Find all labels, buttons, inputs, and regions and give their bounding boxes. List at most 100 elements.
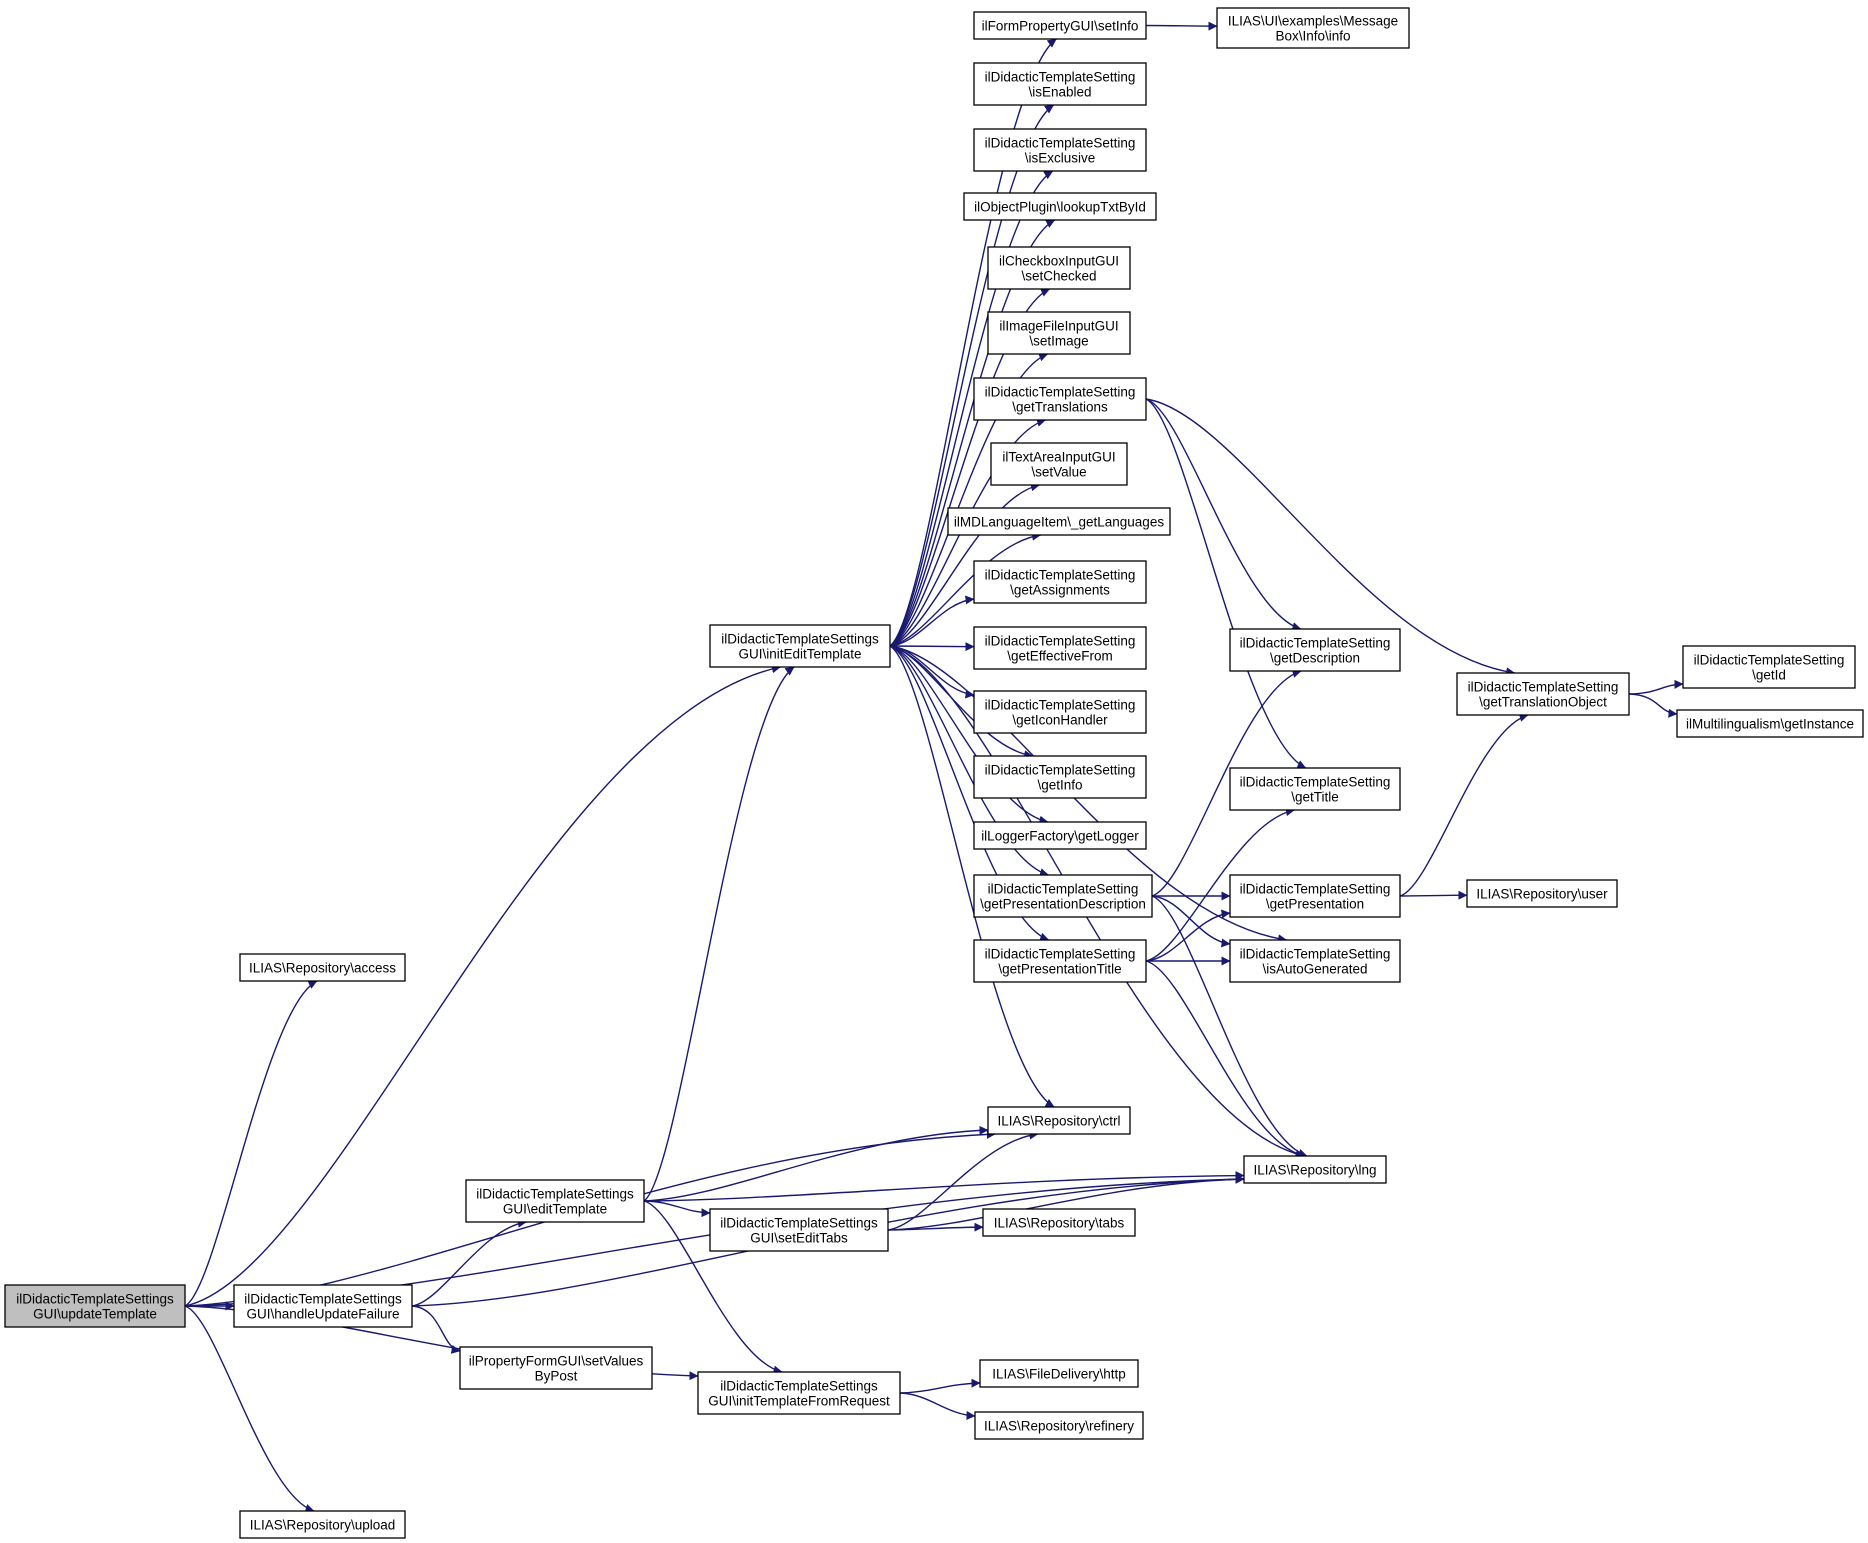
node-upload[interactable]: ILIAS\Repository\upload (239, 1510, 406, 1539)
node-get-languages[interactable]: ilMDLanguageItem\_getLanguages (947, 507, 1171, 536)
node-label-line: ilFormPropertyGUI\setInfo (982, 19, 1139, 34)
node-label-line: ilMDLanguageItem\_getLanguages (954, 515, 1164, 530)
edge-edit-template-to-lng (643, 1171, 1245, 1202)
node-get-info[interactable]: ilDidacticTemplateSetting\getInfo (973, 755, 1147, 799)
node-label-line: ilDidacticTemplateSettings (244, 1292, 402, 1307)
node-ctrl[interactable]: ILIAS\Repository\ctrl (987, 1106, 1131, 1135)
node-label-line: \isExclusive (1025, 151, 1096, 166)
node-set-value[interactable]: ilTextAreaInputGUI\setValue (990, 442, 1128, 486)
edge-init-edit-template-to-set-image (889, 352, 1049, 647)
node-get-translations[interactable]: ilDidacticTemplateSetting\getTranslation… (973, 377, 1147, 421)
node-label-line: GUI\handleUpdateFailure (246, 1307, 399, 1322)
node-user[interactable]: ILIAS\Repository\user (1466, 879, 1618, 908)
node-box (973, 939, 1147, 983)
node-set-info[interactable]: ilFormPropertyGUI\setInfo (973, 11, 1147, 40)
node-box (963, 192, 1157, 221)
node-get-translation-object[interactable]: ilDidacticTemplateSetting\getTranslation… (1456, 672, 1630, 716)
node-box (987, 246, 1131, 290)
node-box (1682, 645, 1856, 689)
node-label-line: ilDidacticTemplateSettings (16, 1292, 174, 1307)
edge-get-presentation-to-get-translation-object (1399, 713, 1529, 897)
edge-init-edit-template-to-set-value (889, 482, 1040, 647)
edge-edit-template-to-ctrl (643, 1125, 989, 1202)
node-label-line: \isAutoGenerated (1262, 962, 1367, 977)
node-lookup-txt-by-id[interactable]: ilObjectPlugin\lookupTxtById (963, 192, 1157, 221)
node-box (987, 1106, 1131, 1135)
node-label-line: \getPresentation (1266, 897, 1364, 912)
node-box (973, 690, 1147, 734)
node-get-presentation[interactable]: ilDidacticTemplateSetting\getPresentatio… (1229, 874, 1401, 918)
node-get-presentation-title[interactable]: ilDidacticTemplateSetting\getPresentatio… (973, 939, 1147, 983)
node-get-id[interactable]: ilDidacticTemplateSetting\getId (1682, 645, 1856, 689)
node-set-edit-tabs[interactable]: ilDidacticTemplateSettingsGUI\setEditTab… (709, 1208, 889, 1252)
edge-root-to-upload (184, 1305, 315, 1513)
node-box (987, 311, 1131, 355)
edge-get-presentation-title-to-lng (1145, 960, 1305, 1159)
edge-set-info-to-message-box-info (1145, 21, 1218, 31)
node-edit-template[interactable]: ilDidacticTemplateSettingsGUI\editTempla… (465, 1179, 645, 1223)
node-label-line: \getPresentationTitle (998, 962, 1121, 977)
node-label-line: ilDidacticTemplateSettings (476, 1187, 634, 1202)
node-label-line: Box\Info\info (1275, 29, 1350, 44)
node-box (947, 507, 1171, 536)
node-is-auto-generated[interactable]: ilDidacticTemplateSetting\isAutoGenerate… (1229, 939, 1401, 983)
node-get-assignments[interactable]: ilDidacticTemplateSetting\getAssignments (973, 560, 1147, 604)
node-label-line: \getEffectiveFrom (1007, 649, 1113, 664)
node-label-line: ilDidacticTemplateSettings (720, 1216, 878, 1231)
node-init-edit-template[interactable]: ilDidacticTemplateSettingsGUI\initEditTe… (709, 624, 891, 668)
node-tabs[interactable]: ILIAS\Repository\tabs (982, 1208, 1136, 1237)
node-handle-update-failure[interactable]: ilDidacticTemplateSettingsGUI\handleUpda… (233, 1284, 413, 1328)
edge-handle-update-failure-to-set-values-by-post (411, 1305, 461, 1354)
node-label-line: ILIAS\UI\examples\Message (1228, 14, 1398, 29)
node-get-description[interactable]: ilDidacticTemplateSetting\getDescription (1229, 628, 1401, 672)
node-get-title[interactable]: ilDidacticTemplateSetting\getTitle (1229, 767, 1401, 811)
node-get-instance[interactable]: ilMultilingualism\getInstance (1676, 709, 1864, 738)
node-box (973, 821, 1147, 850)
node-get-logger[interactable]: ilLoggerFactory\getLogger (973, 821, 1147, 850)
node-lng[interactable]: ILIAS\Repository\lng (1243, 1155, 1387, 1184)
node-label-line: ilImageFileInputGUI (999, 319, 1118, 334)
edge-get-presentation-description-to-lng (1151, 895, 1308, 1158)
node-http[interactable]: ILIAS\FileDelivery\http (979, 1359, 1139, 1388)
node-label-line: \getDescription (1270, 651, 1360, 666)
node-label-line: \setValue (1031, 465, 1086, 480)
node-get-icon-handler[interactable]: ilDidacticTemplateSetting\getIconHandler (973, 690, 1147, 734)
node-box (1229, 939, 1401, 983)
node-box (1676, 709, 1864, 738)
node-is-exclusive[interactable]: ilDidacticTemplateSetting\isExclusive (973, 128, 1147, 172)
edge-get-presentation-description-to-is-auto-generated (1151, 895, 1231, 948)
node-label-line: ilDidacticTemplateSetting (1240, 947, 1391, 962)
node-box (239, 1510, 406, 1539)
node-box (1466, 879, 1618, 908)
node-box (973, 560, 1147, 604)
edge-set-edit-tabs-to-ctrl (887, 1130, 1039, 1231)
node-label-line: \setChecked (1021, 269, 1096, 284)
node-get-presentation-description[interactable]: ilDidacticTemplateSetting\getPresentatio… (973, 874, 1153, 918)
node-init-template-from-request[interactable]: ilDidacticTemplateSettingsGUI\initTempla… (697, 1371, 901, 1415)
node-access[interactable]: ILIAS\Repository\access (239, 953, 406, 982)
node-label-line: ilDidacticTemplateSetting (985, 136, 1136, 151)
edge-get-translations-to-get-title (1145, 398, 1307, 769)
node-label-line: GUI\initTemplateFromRequest (708, 1394, 890, 1409)
edge-get-presentation-title-to-get-title (1145, 807, 1295, 962)
node-get-effective-from[interactable]: ilDidacticTemplateSetting\getEffectiveFr… (973, 626, 1147, 670)
edge-edit-template-to-init-edit-template (643, 666, 795, 1202)
edge-get-presentation-to-user (1399, 890, 1468, 900)
node-box (973, 755, 1147, 799)
node-set-image[interactable]: ilImageFileInputGUI\setImage (987, 311, 1131, 355)
node-refinery[interactable]: ILIAS\Repository\refinery (974, 1411, 1144, 1440)
node-label-line: \getTranslationObject (1479, 695, 1607, 710)
edge-root-to-init-edit-template (184, 664, 781, 1307)
node-is-enabled[interactable]: ilDidacticTemplateSetting\isEnabled (973, 62, 1147, 106)
node-label-line: ilDidacticTemplateSetting (985, 568, 1136, 583)
node-root[interactable]: ilDidacticTemplateSettingsGUI\updateTemp… (4, 1284, 186, 1328)
edge-root-to-access (184, 980, 318, 1307)
node-box (239, 953, 406, 982)
node-set-checked[interactable]: ilCheckboxInputGUI\setChecked (987, 246, 1131, 290)
node-label-line: ilDidacticTemplateSetting (985, 698, 1136, 713)
node-label-line: ilLoggerFactory\getLogger (981, 829, 1139, 844)
node-label-line: ilCheckboxInputGUI (999, 254, 1119, 269)
